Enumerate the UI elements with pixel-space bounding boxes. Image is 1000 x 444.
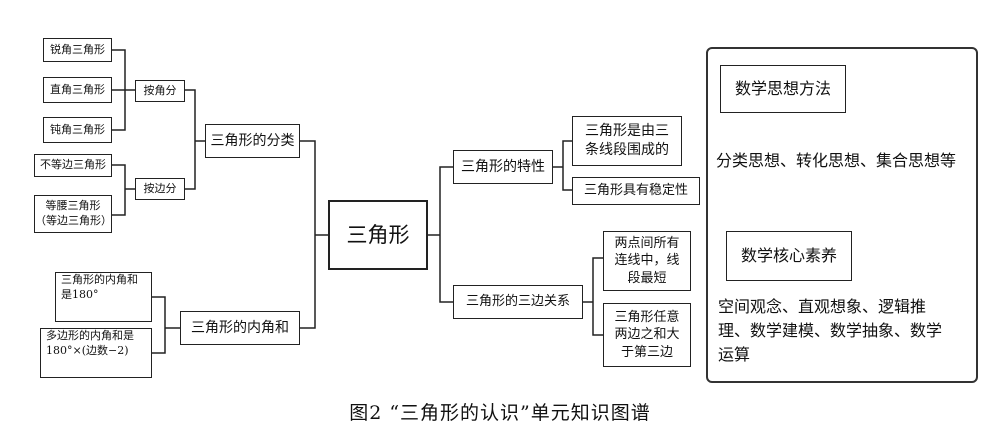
triangle-inequality-node: 三角形任意 两边之和大 于第三边 (603, 303, 691, 367)
thinking-methods-title: 数学思想方法 (734, 79, 831, 99)
shortest-segment-line-2: 连线中，线 (614, 253, 680, 269)
sides-node: 三角形的三边关系 (453, 285, 583, 319)
sides-label: 三角形的三边关系 (465, 294, 570, 310)
triangle-angle-sum-line-1: 三角形的内角和 (61, 273, 138, 286)
thinking-methods-text: 分类思想、转化思想、集合思想等 (716, 151, 957, 170)
three-segments-line-1: 三角形是由三 (585, 123, 669, 140)
connector-classification (185, 89, 205, 190)
stability-node: 三角形具有稳定性 (572, 177, 700, 205)
triangle-inequality-line-2: 两边之和大 (614, 327, 680, 343)
triangle-inequality-line-1: 三角形任意 (614, 309, 680, 325)
by-side-node: 按边分 (135, 178, 185, 200)
connector-center-left (300, 140, 328, 329)
connector-angle-sum (152, 296, 180, 354)
figure-caption: 图2 “三角形的认识”单元知识图谱 (349, 402, 651, 424)
thinking-methods-title-box: 数学思想方法 (720, 65, 846, 113)
properties-label: 三角形的特性 (461, 158, 545, 175)
right-triangle-label: 直角三角形 (50, 82, 105, 96)
triangle-angle-sum-line-2: 是180° (61, 287, 99, 301)
core-literacy-line-1: 空间观念、直观想象、逻辑推 (718, 297, 927, 316)
scalene-triangle-label: 不等边三角形 (40, 158, 106, 172)
shortest-segment-line-3: 段最短 (627, 270, 667, 286)
by-angle-node: 按角分 (135, 80, 185, 102)
center-node: 三角形 (328, 200, 428, 270)
by-angle-label: 按角分 (143, 83, 177, 97)
angle-sum-node: 三角形的内角和 (180, 311, 300, 345)
polygon-angle-sum-node: 多边形的内角和是 180°×(边数−2) (40, 328, 152, 378)
connector-angle-leaves (112, 49, 135, 131)
connector-side-leaves (112, 164, 135, 216)
equilateral-triangle-label: （等边三角形） (35, 214, 112, 227)
isosceles-triangle-node: 等腰三角形 （等边三角形） (34, 195, 112, 233)
core-literacy-line-3: 运算 (718, 345, 751, 364)
obtuse-triangle-node: 钝角三角形 (43, 117, 112, 143)
three-segments-line-2: 条线段围成的 (585, 142, 669, 158)
core-literacy-text: 空间观念、直观想象、逻辑推 理、数学建模、数学抽象、数学 运算 (718, 295, 976, 367)
triangle-inequality-line-3: 于第三边 (620, 344, 673, 360)
acute-triangle-label: 锐角三角形 (50, 42, 105, 56)
core-literacy-title-box: 数学核心素养 (726, 231, 852, 281)
acute-triangle-node: 锐角三角形 (43, 38, 112, 62)
right-panel: 数学思想方法 分类思想、转化思想、集合思想等 数学核心素养 空间观念、直观想象、… (706, 47, 978, 383)
connector-properties (553, 140, 572, 191)
polygon-angle-sum-line-2: 180°×(边数−2) (46, 343, 129, 357)
triangle-angle-sum-node: 三角形的内角和 是180° (55, 272, 152, 322)
shortest-segment-node: 两点间所有 连线中，线 段最短 (603, 231, 691, 291)
scalene-triangle-node: 不等边三角形 (34, 154, 112, 177)
connector-sides (583, 257, 603, 336)
core-literacy-title: 数学核心素养 (740, 246, 837, 266)
right-triangle-node: 直角三角形 (43, 77, 112, 103)
isosceles-triangle-label: 等腰三角形 (45, 199, 101, 213)
properties-node: 三角形的特性 (453, 150, 553, 184)
stability-label: 三角形具有稳定性 (583, 183, 688, 199)
angle-sum-label: 三角形的内角和 (191, 319, 289, 336)
three-segments-node: 三角形是由三 条线段围成的 (572, 116, 682, 166)
classification-label: 三角形的分类 (210, 132, 295, 149)
core-literacy-line-2: 理、数学建模、数学抽象、数学 (718, 321, 943, 340)
polygon-angle-sum-line-1: 多边形的内角和是 (46, 329, 134, 342)
by-side-label: 按边分 (143, 181, 177, 195)
shortest-segment-line-1: 两点间所有 (614, 235, 680, 251)
connector-center-right (428, 166, 453, 303)
classification-node: 三角形的分类 (205, 124, 300, 158)
obtuse-triangle-label: 钝角三角形 (50, 122, 105, 136)
center-label: 三角形 (346, 222, 410, 247)
